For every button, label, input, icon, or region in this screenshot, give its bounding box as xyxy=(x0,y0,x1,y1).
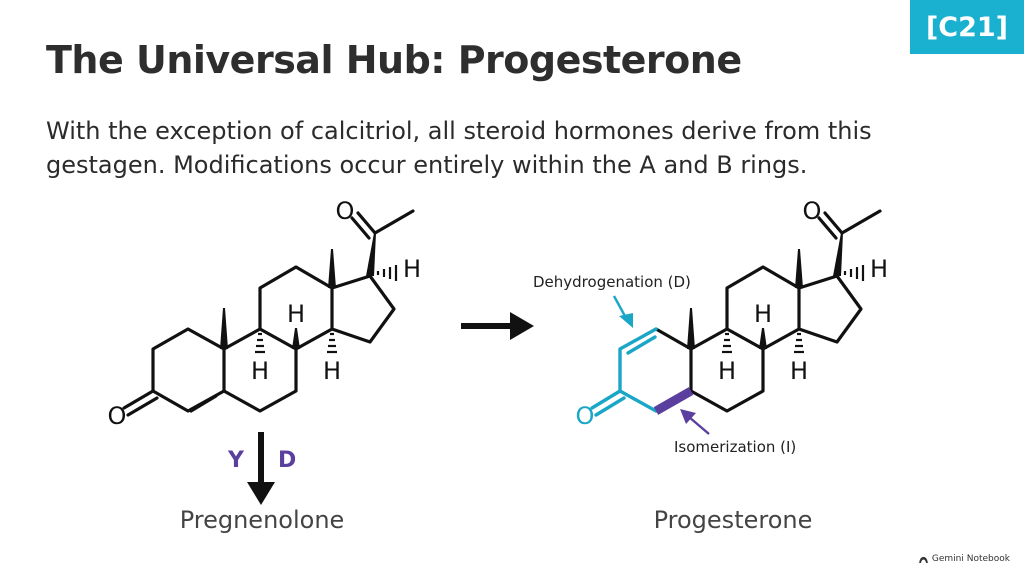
right-methyl-c10-wedge xyxy=(687,308,695,349)
right-h14-hash xyxy=(794,332,804,354)
left-oxygen-ketone: O xyxy=(336,197,355,225)
subtitle-line-1: With the exception of calcitriol, all st… xyxy=(46,117,872,145)
right-molecule-name: Progesterone xyxy=(654,506,813,534)
left-molecule-name: Pregnenolone xyxy=(180,506,345,534)
enzyme-label-d: D xyxy=(278,448,296,473)
left-h17-label: H xyxy=(403,255,421,283)
enzyme-label-y: Y xyxy=(227,448,245,473)
left-double-bond xyxy=(189,394,218,413)
slide-subtitle: With the exception of calcitriol, all st… xyxy=(46,114,976,182)
right-c3-ketone-2 xyxy=(594,396,626,417)
right-h8-wedge xyxy=(759,328,767,349)
right-h8-label: H xyxy=(754,300,772,328)
right-c20-ketone-2 xyxy=(817,216,838,240)
left-h17-hash xyxy=(376,265,398,281)
footer-branding: Gemini Notebook xyxy=(919,554,1010,564)
right-c4-c5-double-bond xyxy=(653,387,694,415)
slide-title: The Universal Hub: Progesterone xyxy=(46,38,742,82)
isomerization-pointer-line xyxy=(688,416,710,435)
slide-badge: [C21] xyxy=(910,0,1024,54)
annotation-dehydrogenation: Dehydrogenation (D) xyxy=(533,273,691,291)
notebook-logo-icon xyxy=(919,556,928,563)
left-h14-hash xyxy=(327,332,337,354)
right-oxygen-ketone: O xyxy=(803,197,822,225)
right-h17-hash xyxy=(843,265,865,281)
left-h9-hash xyxy=(255,332,265,354)
left-c20-ketone-2 xyxy=(350,216,371,240)
down-arrow-head xyxy=(247,482,275,505)
dehydrogenation-pointer-head xyxy=(619,313,633,328)
dehydrogenation-pointer-line xyxy=(612,295,628,319)
right-c20-bond xyxy=(840,209,882,235)
left-c20-ketone-1 xyxy=(356,211,377,235)
annotation-isomerization: Isomerization (I) xyxy=(674,438,796,456)
footer-text: Gemini Notebook xyxy=(931,554,1010,564)
isomerization-pointer-head xyxy=(680,409,696,424)
left-methyl-c13-wedge xyxy=(328,249,336,288)
left-c17-side-wedge xyxy=(366,233,376,276)
right-ring-a-highlight xyxy=(590,327,658,417)
right-ring-a-black xyxy=(654,327,693,393)
right-ring-c xyxy=(725,265,801,351)
right-c17-side-wedge xyxy=(833,233,843,276)
left-ring-c xyxy=(258,265,334,351)
right-ring-d xyxy=(797,274,863,344)
left-oxygen-ring: O xyxy=(108,402,127,430)
left-h8-label: H xyxy=(287,300,305,328)
left-h14-label: H xyxy=(323,357,341,385)
left-methyl-c10-wedge xyxy=(220,308,228,349)
right-c3-ketone-1 xyxy=(590,389,622,410)
right-h9-hash xyxy=(722,332,732,354)
left-ring-d xyxy=(330,274,396,344)
left-h8-wedge xyxy=(292,328,300,349)
right-h9-label: H xyxy=(718,357,736,385)
right-methyl-c13-wedge xyxy=(795,249,803,288)
left-c3-ketone-1 xyxy=(122,389,155,410)
left-c20-bond xyxy=(373,209,415,235)
right-c20-ketone-1 xyxy=(823,211,844,235)
left-c3-ketone-2 xyxy=(126,396,159,417)
right-c1-c2-double-bond xyxy=(626,335,657,355)
left-h9-label: H xyxy=(251,357,269,385)
right-oxygen-ring: O xyxy=(576,402,595,430)
right-h17-label: H xyxy=(870,255,888,283)
molecule-left-structure xyxy=(122,209,415,417)
left-ring-b xyxy=(222,327,298,413)
right-h14-label: H xyxy=(790,357,808,385)
subtitle-line-2: gestagen. Modifications occur entirely w… xyxy=(46,151,808,179)
right-ring-b xyxy=(689,327,765,413)
middle-arrow-head xyxy=(510,312,534,340)
